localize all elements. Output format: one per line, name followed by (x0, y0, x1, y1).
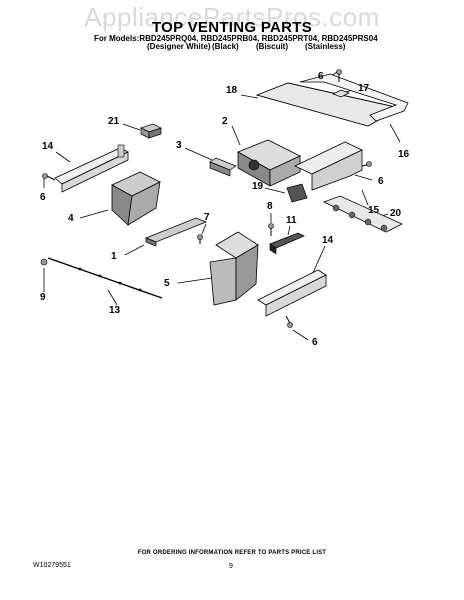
leader-6d (292, 329, 309, 341)
callout-11: 11 (286, 215, 297, 226)
part-19-plate (286, 183, 308, 203)
leader-14b (311, 245, 326, 276)
part-6-screw-right (361, 161, 372, 167)
leader-18 (240, 94, 259, 99)
callout-6d: 6 (312, 337, 318, 348)
callout-14b: 14 (322, 235, 334, 246)
part-1-bar (144, 217, 208, 247)
ordering-note: FOR ORDERING INFORMATION REFER TO PARTS … (137, 550, 327, 556)
callout-13: 13 (109, 305, 121, 316)
callout-9: 9 (40, 292, 46, 303)
callout-4: 4 (68, 213, 74, 224)
model-label-stainless: (Stainless) (305, 42, 346, 51)
leader-5 (177, 277, 213, 284)
watermark: AppliancePartsPros.com (84, 2, 380, 32)
leader-11 (287, 225, 291, 236)
part-2-blower (237, 139, 301, 187)
part-6-screw-top (336, 69, 342, 82)
models-line: For Models:RBD245PRQ04, RBD245PRB04, RBD… (94, 34, 378, 43)
callout-18: 18 (226, 85, 238, 96)
callout-19: 19 (252, 181, 264, 192)
leader-13 (107, 289, 118, 306)
model-label-biscuit: (Biscuit) (256, 42, 288, 51)
part-14-bracket-left (54, 144, 129, 193)
callout-1: 1 (111, 251, 117, 262)
part-11-block (269, 232, 305, 249)
part-21-block (140, 123, 162, 139)
part-6-screw-lower (285, 315, 293, 328)
leader-21 (122, 123, 141, 131)
page-number: 9 (229, 563, 233, 570)
document-number: W10279551 (33, 562, 71, 569)
page-title: TOP VENTING PARTS (151, 19, 313, 36)
callout-6a: 6 (40, 192, 46, 203)
part-5-duct (209, 231, 259, 306)
part-6-screw-left (42, 173, 56, 181)
part-14-bracket-lower (257, 269, 327, 317)
callout-21: 21 (108, 116, 120, 127)
part-4-duct (111, 171, 161, 226)
leader-2 (231, 125, 241, 146)
callout-14a: 14 (42, 141, 54, 152)
leader-6c (354, 174, 373, 181)
leader-14a (55, 151, 71, 163)
model-label-black: (Black) (212, 42, 239, 51)
callout-6c: 6 (378, 176, 384, 187)
callout-17: 17 (358, 83, 370, 94)
leader-15 (361, 189, 369, 206)
part-17-clip (332, 89, 350, 98)
callout-8: 8 (267, 201, 273, 212)
leader-16 (389, 123, 401, 143)
model-label-designer-white: (Designer White) (147, 42, 211, 51)
leader-1 (124, 244, 145, 256)
part-20-rail (322, 195, 403, 233)
part-16-trim (299, 73, 409, 122)
callout-20: 20 (390, 208, 402, 219)
part-7-screw (197, 234, 203, 244)
part-15-bracket-right (294, 141, 363, 191)
part-13-rod (47, 257, 163, 299)
callout-15: 15 (368, 205, 380, 216)
callout-3: 3 (176, 140, 182, 151)
leader-19 (264, 187, 286, 194)
leader-4 (79, 209, 109, 219)
callout-16: 16 (398, 149, 410, 160)
callout-2: 2 (222, 116, 228, 127)
callout-5: 5 (164, 278, 170, 289)
leader-7 (201, 223, 207, 235)
part-9-screw (40, 258, 48, 266)
callout-7: 7 (204, 212, 210, 223)
part-8-screw (268, 223, 274, 236)
leader-3 (184, 147, 213, 161)
callout-6b: 6 (318, 71, 324, 82)
